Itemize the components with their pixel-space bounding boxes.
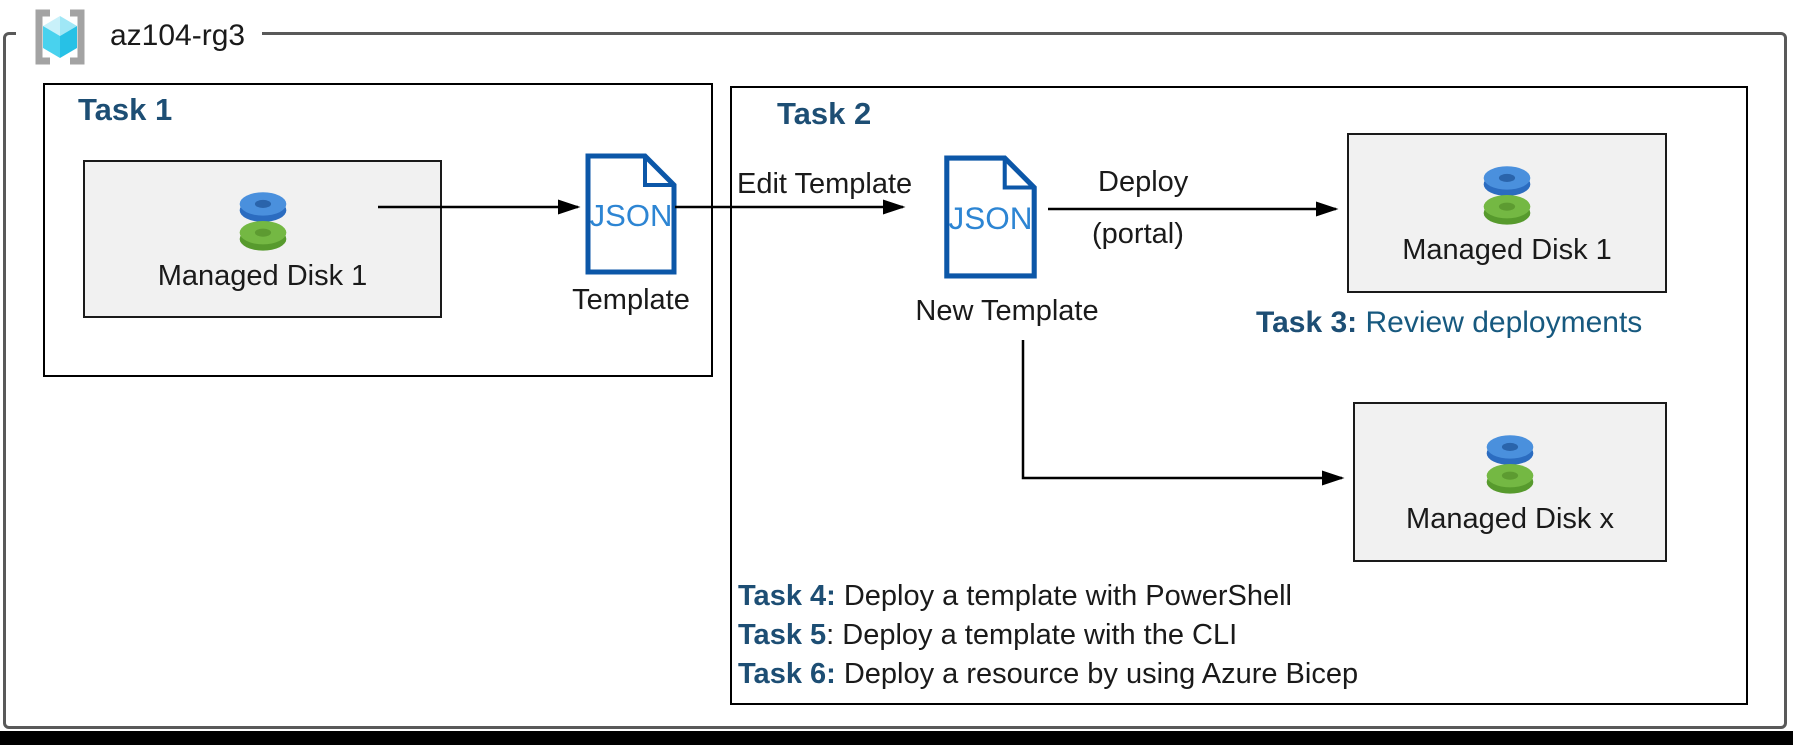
resource-group-icon: [35, 9, 85, 65]
task2-title: Task 2: [777, 96, 872, 131]
task-list: Task 4: Deploy a template with PowerShel…: [738, 577, 1358, 694]
managed-disk-x-card: Managed Disk x: [1353, 402, 1667, 562]
json-icon-text: JSON: [948, 200, 1032, 236]
managed-disk-icon: [1486, 434, 1534, 494]
resource-group-boundary: [3, 32, 1787, 729]
managed-disk-icon: [1483, 165, 1531, 225]
task6-label: Task 6:: [738, 658, 836, 690]
managed-disk-1-card: Managed Disk 1: [83, 160, 442, 318]
task5-text: : Deploy a template with the CLI: [826, 619, 1238, 651]
managed-disk-1-label: Managed Disk 1: [1402, 233, 1612, 266]
task4-line: Task 4: Deploy a template with PowerShel…: [738, 577, 1358, 616]
managed-disk-1-label: Managed Disk 1: [157, 259, 368, 292]
task4-text: Deploy a template with PowerShell: [835, 580, 1292, 612]
edit-template-arrow-label: Edit Template: [737, 168, 913, 200]
task5-label: Task 5: [738, 619, 827, 651]
managed-disk-icon: [239, 191, 286, 251]
deploy-portal-label: (portal): [1092, 218, 1184, 250]
json-template-icon: JSON: [585, 153, 677, 275]
managed-disk-x-label: Managed Disk x: [1406, 502, 1614, 535]
task3-caption: Task 3: Review deployments: [1256, 306, 1642, 340]
new-template-label: New Template: [915, 295, 1099, 327]
deploy-arrow-label: Deploy: [1098, 166, 1189, 198]
json-new-template-icon: JSON: [944, 155, 1037, 279]
task5-line: Task 5: Deploy a template with the CLI: [738, 616, 1358, 655]
task4-label: Task 4:: [738, 580, 836, 612]
json-icon-text: JSON: [590, 198, 673, 233]
bottom-black-bar: [0, 731, 1793, 745]
task6-text: Deploy a resource by using Azure Bicep: [835, 658, 1359, 690]
resource-group-name: az104-rg3: [110, 19, 246, 52]
task3-label: Task 3:: [1256, 306, 1358, 339]
template-label: Template: [572, 284, 690, 316]
task6-line: Task 6: Deploy a resource by using Azure…: [738, 655, 1358, 694]
task1-title: Task 1: [78, 92, 173, 127]
managed-disk-1-deployed-card: Managed Disk 1: [1347, 133, 1667, 293]
task3-text: Review deployments: [1357, 306, 1643, 339]
